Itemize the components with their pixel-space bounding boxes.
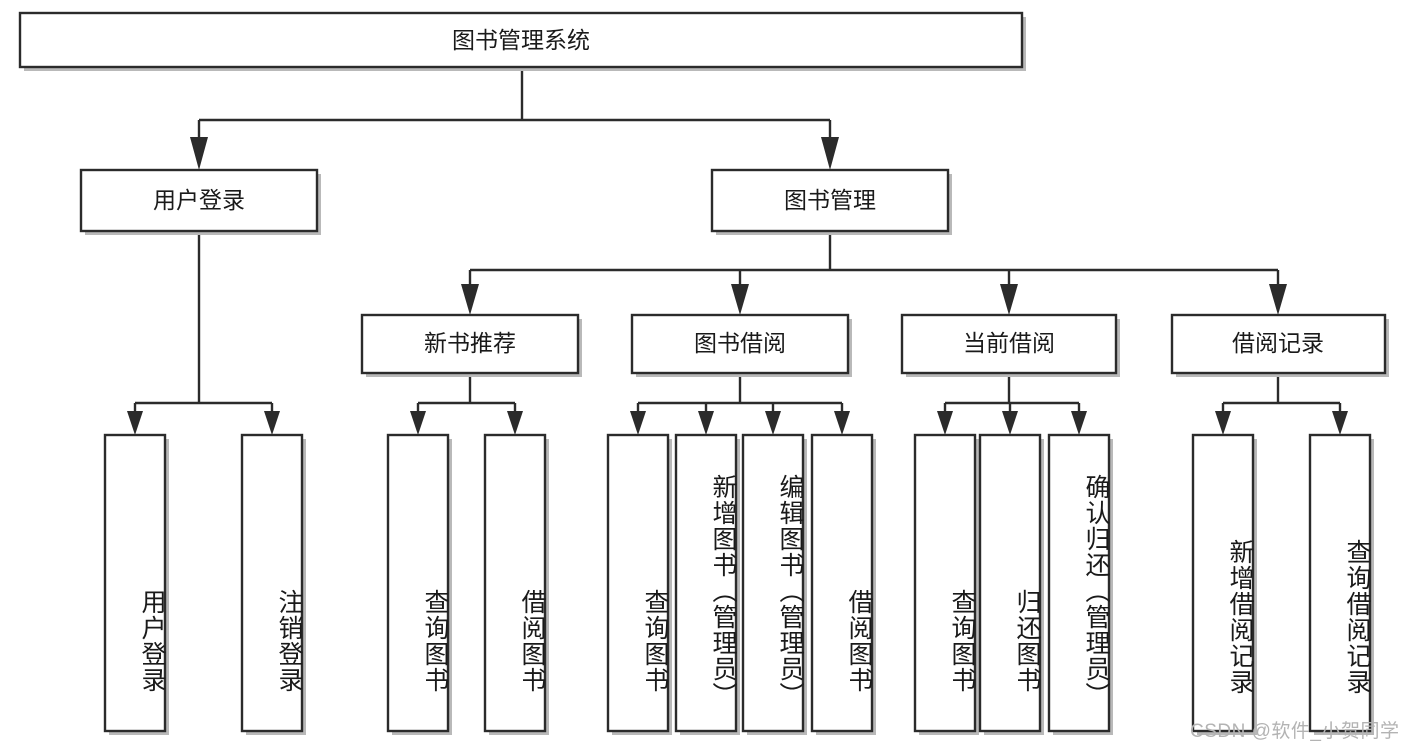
node-leaf-add-book-box[interactable] (674, 433, 738, 733)
connector-group-new-book-recommend (410, 375, 523, 435)
node-leaf-user-login[interactable] (103, 433, 169, 735)
arrow-head-book-borrow (731, 284, 749, 315)
node-book-management[interactable]: 图书管理 (710, 168, 952, 235)
node-leaf-return-book[interactable] (978, 433, 1044, 735)
node-leaf-query-book-3-box[interactable] (913, 433, 977, 733)
node-leaf-user-login-box[interactable] (103, 433, 167, 733)
arrow-head-leaf-query-book-3 (937, 411, 953, 435)
node-leaf-query-record-box[interactable] (1308, 433, 1372, 733)
node-leaf-borrow-book-1-box[interactable] (483, 433, 547, 733)
arrow-head-leaf-borrow-book-2 (834, 411, 850, 435)
node-leaf-borrow-book-2[interactable] (810, 433, 876, 735)
node-book-management-label: 图书管理 (784, 187, 876, 213)
node-leaf-query-book-1[interactable] (386, 433, 452, 735)
node-book-borrow[interactable]: 图书借阅 (630, 313, 852, 377)
connector-group-book-management (461, 232, 1287, 315)
node-book-borrow-box[interactable] (630, 313, 850, 375)
node-current-borrow-box[interactable] (900, 313, 1118, 375)
node-leaf-query-record[interactable] (1308, 433, 1374, 735)
node-leaf-edit-book[interactable] (741, 433, 807, 735)
node-leaf-add-book[interactable] (674, 433, 740, 735)
node-borrow-record-label: 借阅记录 (1232, 330, 1324, 356)
arrow-head-current-borrow (1000, 284, 1018, 315)
node-leaf-return-book-box[interactable] (978, 433, 1042, 733)
node-leaf-edit-book-box[interactable] (741, 433, 805, 733)
node-root[interactable]: 图书管理系统 (18, 11, 1026, 71)
node-leaf-query-book-2[interactable] (606, 433, 672, 735)
csdn-watermark: CSDN @软件_小贺同学 (1190, 721, 1400, 742)
node-user-login[interactable]: 用户登录 (79, 168, 321, 235)
arrow-head-leaf-confirm-return (1071, 411, 1087, 435)
connector-group-current-borrow (937, 375, 1087, 435)
node-leaf-borrow-book-1[interactable] (483, 433, 549, 735)
connector-group-root (190, 68, 839, 170)
connector-group-borrow-record (1215, 375, 1348, 435)
node-book-management-box[interactable] (710, 168, 950, 233)
node-root-label: 图书管理系统 (452, 27, 590, 53)
arrow-head-leaf-logout-login (264, 411, 280, 435)
arrow-head-book-management (821, 137, 839, 170)
node-leaf-logout-login[interactable] (240, 433, 306, 735)
node-user-login-box[interactable] (79, 168, 319, 233)
arrow-head-leaf-query-record (1332, 411, 1348, 435)
arrow-head-borrow-record (1269, 284, 1287, 315)
node-borrow-record[interactable]: 借阅记录 (1170, 313, 1389, 377)
node-borrow-record-box[interactable] (1170, 313, 1387, 375)
node-leaf-query-book-1-box[interactable] (386, 433, 450, 733)
node-leaf-query-book-2-box[interactable] (606, 433, 670, 733)
node-leaf-add-record[interactable] (1191, 433, 1257, 735)
arrow-head-leaf-user-login (127, 411, 143, 435)
arrow-head-leaf-add-record (1215, 411, 1231, 435)
node-leaf-borrow-book-2-box[interactable] (810, 433, 874, 733)
arrow-head-user-login (190, 137, 208, 170)
connector-group-book-borrow (630, 375, 850, 435)
arrow-head-new-book-recommend (461, 284, 479, 315)
arrow-head-leaf-edit-book (765, 411, 781, 435)
node-current-borrow[interactable]: 当前借阅 (900, 313, 1120, 377)
arrow-head-leaf-query-book-2 (630, 411, 646, 435)
connector-group-user-login (127, 232, 280, 435)
arrow-head-leaf-return-book (1002, 411, 1018, 435)
node-leaf-confirm-return-box[interactable] (1047, 433, 1111, 733)
node-leaf-logout-login-box[interactable] (240, 433, 304, 733)
node-new-book-recommend-label: 新书推荐 (424, 330, 516, 356)
node-leaf-query-book-3[interactable] (913, 433, 979, 735)
arrow-head-leaf-borrow-book-1 (507, 411, 523, 435)
node-new-book-recommend-box[interactable] (360, 313, 580, 375)
arrow-head-leaf-add-book (698, 411, 714, 435)
node-root-box[interactable] (18, 11, 1024, 69)
arrow-head-leaf-query-book-1 (410, 411, 426, 435)
node-book-borrow-label: 图书借阅 (694, 330, 786, 356)
node-leaf-add-record-box[interactable] (1191, 433, 1255, 733)
node-user-login-label: 用户登录 (153, 187, 245, 213)
node-new-book-recommend[interactable]: 新书推荐 (360, 313, 582, 377)
node-leaf-confirm-return[interactable] (1047, 433, 1113, 735)
node-current-borrow-label: 当前借阅 (963, 330, 1055, 356)
